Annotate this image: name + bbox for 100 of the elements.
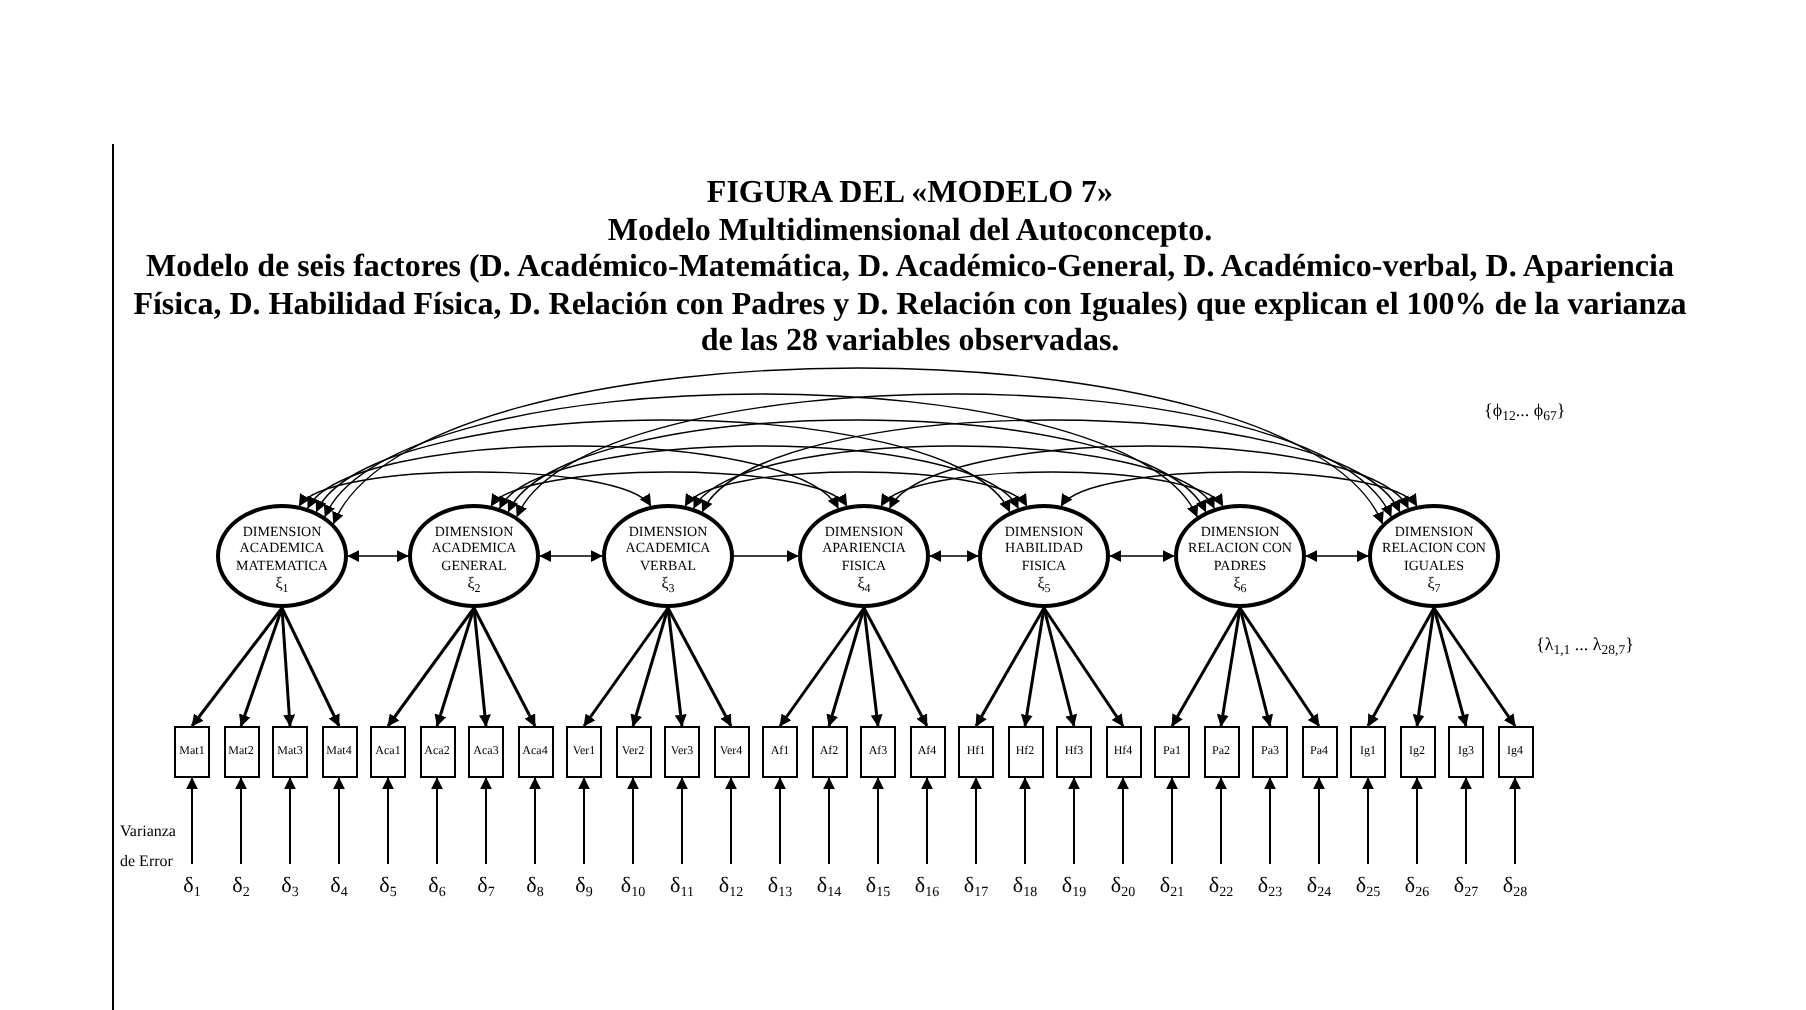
- arrow: [778, 607, 866, 727]
- arrow: [1460, 777, 1472, 865]
- covariance-arrow: [1109, 550, 1175, 562]
- covariance-arrow: [347, 550, 409, 562]
- covariance-arrow: [298, 471, 652, 507]
- arrow: [472, 607, 537, 727]
- factor-symbol: ξ$_{6}$: [1233, 574, 1247, 593]
- arrow: [1020, 607, 1046, 727]
- error-term-label: δ$_{28}$: [1502, 872, 1528, 904]
- error-term-label: δ$_{10}$: [620, 872, 646, 904]
- arrow: [434, 607, 476, 727]
- arrow: [872, 777, 884, 865]
- arrow: [676, 777, 688, 865]
- arrow: [823, 777, 835, 865]
- arrow: [1117, 777, 1129, 865]
- error-term-label: δ$_{4}$: [330, 872, 348, 904]
- covariance-arrow: [1060, 471, 1418, 507]
- error-term-label: δ$_{12}$: [718, 872, 744, 904]
- arrow: [1313, 777, 1325, 865]
- arrow: [1170, 607, 1242, 727]
- error-term-label: δ$_{1}$: [183, 872, 201, 904]
- covariance-arrow: [499, 445, 1019, 509]
- error-term-label: δ$_{3}$: [281, 872, 299, 904]
- error-term-label: δ$_{16}$: [914, 872, 940, 904]
- error-term-label: δ$_{7}$: [477, 872, 495, 904]
- arrow: [1068, 777, 1080, 865]
- arrow: [386, 607, 476, 727]
- arrow: [284, 777, 296, 865]
- error-term-label: δ$_{5}$: [379, 872, 397, 904]
- factor-symbol: ξ$_{2}$: [467, 574, 481, 593]
- loading-label: {λ$_{1,1}$ ... λ$_{28,7}$}: [1536, 632, 1634, 659]
- error-term-label: δ$_{22}$: [1208, 872, 1234, 904]
- arrow: [1166, 777, 1178, 865]
- covariance-arrow: [507, 419, 1207, 513]
- covariance-arrow: [880, 471, 1224, 507]
- covariance-arrow: [315, 419, 1011, 513]
- error-term-label: δ$_{9}$: [575, 872, 593, 904]
- arrow: [1362, 777, 1374, 865]
- arrow: [862, 607, 883, 727]
- arrow: [578, 777, 590, 865]
- arrow: [1432, 607, 1517, 727]
- arrow: [190, 607, 284, 727]
- error-term-label: δ$_{6}$: [428, 872, 446, 904]
- error-term-label: δ$_{25}$: [1355, 872, 1381, 904]
- error-term-label: δ$_{20}$: [1110, 872, 1136, 904]
- latent-factor-ellipse: [1368, 504, 1500, 608]
- arrow: [774, 777, 786, 865]
- error-term-label: δ$_{26}$: [1404, 872, 1430, 904]
- arrow: [382, 777, 394, 865]
- arrow: [1019, 777, 1031, 865]
- arrow: [280, 607, 341, 727]
- covariance-arrow: [324, 393, 1198, 518]
- arrow: [630, 607, 670, 727]
- factor-symbol: ξ$_{3}$: [661, 574, 675, 593]
- arrow: [666, 607, 687, 727]
- arrow: [431, 777, 443, 865]
- arrow: [1215, 777, 1227, 865]
- arrow: [826, 607, 866, 727]
- figure-description: Modelo de seis factores (D. Académico-Matemática, D. Académico-General, D. Académico-verbal, D. Apariencia Física, D. Habilidad Física, D. Relación con Padres y D. Relación con Iguales) que explican el 100% de la varianza de las 28 variables observadas.: [131, 250, 1689, 361]
- arrow: [725, 777, 737, 865]
- error-term-label: δ$_{13}$: [767, 872, 793, 904]
- arrow: [627, 777, 639, 865]
- error-term-label: δ$_{27}$: [1453, 872, 1479, 904]
- arrow: [333, 777, 345, 865]
- arrow: [666, 607, 733, 727]
- covariance-arrow: [693, 445, 1215, 509]
- arrow: [529, 777, 541, 865]
- figure-title: FIGURA DEL «MODELO 7»: [706, 176, 1114, 213]
- error-term-label: δ$_{24}$: [1306, 872, 1332, 904]
- arrow: [239, 607, 284, 727]
- arrow: [280, 607, 296, 727]
- error-variance-label: Varianza de Error: [120, 820, 178, 874]
- covariance-label: {ϕ$_{12}$... ϕ$_{67}$}: [1484, 398, 1566, 425]
- factor-symbol: ξ$_{4}$: [857, 574, 871, 593]
- arrow: [186, 777, 198, 865]
- arrow: [582, 607, 670, 727]
- arrow: [1411, 777, 1423, 865]
- arrow: [970, 777, 982, 865]
- arrow: [1238, 607, 1321, 727]
- error-term-label: δ$_{11}$: [670, 872, 694, 904]
- covariance-arrow: [733, 550, 799, 562]
- covariance-arrow: [307, 445, 839, 509]
- error-term-label: δ$_{14}$: [816, 872, 842, 904]
- arrow: [1264, 777, 1276, 865]
- error-term-label: δ$_{17}$: [963, 872, 989, 904]
- arrow: [974, 607, 1046, 727]
- arrow: [480, 777, 492, 865]
- covariance-arrow: [889, 445, 1409, 509]
- arrow: [1366, 607, 1436, 727]
- arrow: [1432, 607, 1469, 727]
- factor-symbol: ξ$_{1}$: [275, 574, 289, 593]
- covariance-arrow: [684, 471, 1028, 507]
- factor-symbol: ξ$_{5}$: [1037, 574, 1051, 593]
- covariance-arrow: [929, 550, 979, 562]
- arrow: [921, 777, 933, 865]
- arrow: [1238, 607, 1274, 727]
- subtitle: Modelo Multidimensional del Autoconcepto.: [607, 213, 1213, 250]
- arrow: [1042, 607, 1125, 727]
- arrow: [1412, 607, 1436, 727]
- covariance-arrow: [1305, 550, 1369, 562]
